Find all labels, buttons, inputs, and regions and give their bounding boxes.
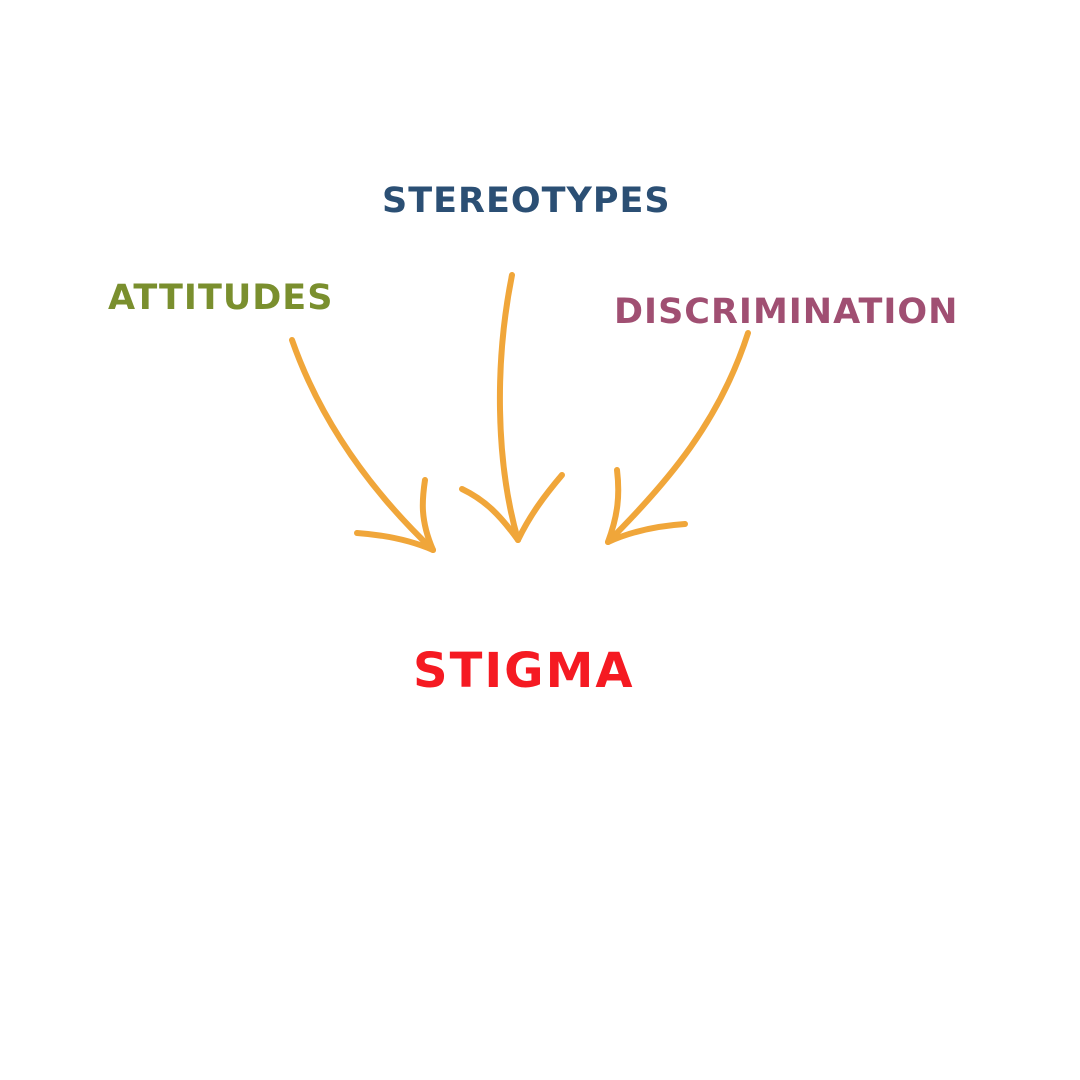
node-stereotypes: STEREOTYPES	[382, 181, 671, 221]
node-stigma: STIGMA	[413, 643, 635, 699]
arrow-discrimination-to-stigma	[605, 330, 751, 545]
node-discrimination: DISCRIMINATION	[614, 292, 959, 332]
arrow-attitudes-to-stigma	[289, 337, 436, 553]
node-attitudes: ATTITUDES	[108, 278, 334, 318]
arrow-stereotypes-to-stigma	[459, 272, 565, 543]
